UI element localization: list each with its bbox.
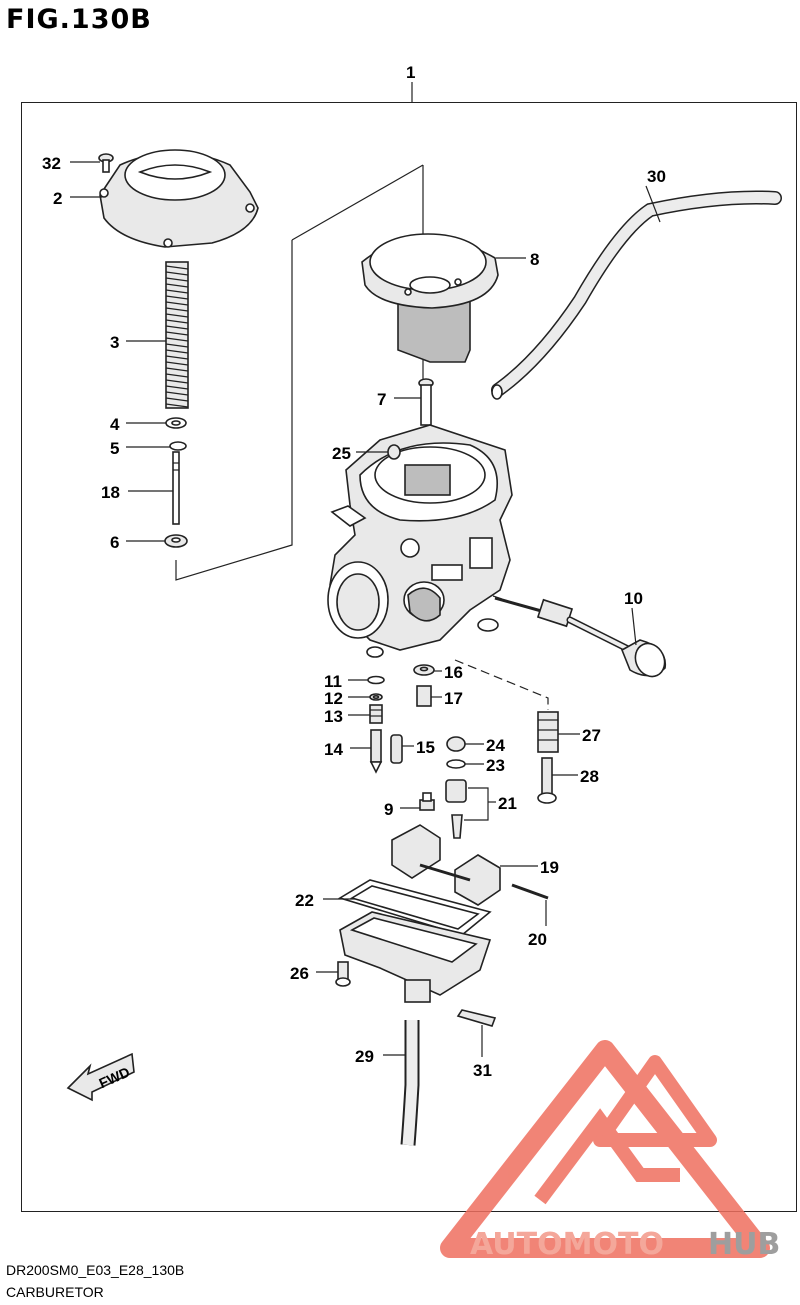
leader-lines [70,161,661,1057]
callout-19: 19 [540,858,559,877]
callout-26: 26 [290,964,309,983]
part-24-main-jet [446,736,466,752]
part-18-needle [172,451,180,525]
callout-20: 20 [528,930,547,949]
callout-4: 4 [110,415,120,434]
callout-8: 8 [530,250,539,269]
callout-30: 30 [647,167,666,186]
watermark-text: AUTOMOTO HUB [470,1227,780,1262]
callout-17: 17 [444,689,463,708]
part-16-washer [413,664,435,676]
callout-7: 7 [377,390,386,409]
callout-11: 11 [324,672,342,691]
callout-27: 27 [582,726,601,745]
part-27-spring [537,711,559,753]
callout-13: 13 [324,707,343,726]
callout-25: 25 [332,444,351,463]
watermark-logo [440,1040,770,1258]
float-chamber [339,911,492,1003]
callout-32: 32 [42,154,61,173]
callout-12: 12 [324,689,343,708]
part-3-spring [165,261,189,409]
part-13-spring [369,704,383,724]
callout-18: 18 [101,483,120,502]
part-4-washer [165,417,187,429]
callout-14: 14 [324,740,343,759]
callout-28: 28 [580,767,599,786]
part-28-screw [537,757,557,804]
part-20-pin [511,883,549,900]
part-5-clip [169,441,187,451]
diagram-frame [21,102,797,1212]
watermark-text-part2: HUB [708,1227,780,1262]
part-6-washer [164,534,188,548]
callout-21: 21 [498,794,517,813]
callout-6: 6 [110,533,119,552]
part-8-diaphragm-piston [361,233,499,363]
callout-29: 29 [355,1047,374,1066]
callout-15: 15 [416,738,435,757]
callout-2: 2 [53,189,62,208]
part-2-top-cover [99,149,259,248]
part-10-cable-adjuster [494,596,667,678]
part-29-drain-hose [400,1020,420,1146]
part-23-o-ring [446,759,466,769]
carburetor-body [327,424,513,658]
part-19-float [391,824,501,906]
part-7-screw [418,378,434,426]
callout-23: 23 [486,756,505,775]
watermark-text-part1: AUTOMOTO [470,1227,664,1262]
figure-code: DR200SM0_E03_E28_130B [6,1262,185,1278]
part-11-o-ring [367,675,385,685]
callout-24: 24 [486,736,505,755]
callout-1: 1 [406,63,415,82]
part-22-gasket [338,879,492,936]
part-31-drain-screw [456,1009,497,1027]
part-21-float-valve [445,779,489,839]
callout-labels: 1 2 3 4 5 6 7 8 9 10 11 12 13 14 15 16 1… [42,63,666,1080]
part-17-jet [416,685,432,707]
fwd-direction-arrow: FWD [66,1052,135,1102]
figure-name: CARBURETOR [6,1284,104,1300]
part-32-screw [98,153,114,173]
callout-9: 9 [384,800,393,819]
callout-5: 5 [110,439,119,458]
callout-3: 3 [110,333,119,352]
part-14-pilot-screw [369,729,383,774]
part-30-hose [491,190,782,400]
callout-10: 10 [624,589,643,608]
callout-16: 16 [444,663,463,682]
part-15-jet [390,734,403,764]
callout-31: 31 [473,1061,492,1080]
part-9-screw [419,792,435,811]
part-26-screw [335,961,351,987]
part-12-washer [369,693,383,701]
part-25-jet [387,444,401,460]
callout-22: 22 [295,891,314,910]
figure-title: FIG.130B [6,4,152,35]
